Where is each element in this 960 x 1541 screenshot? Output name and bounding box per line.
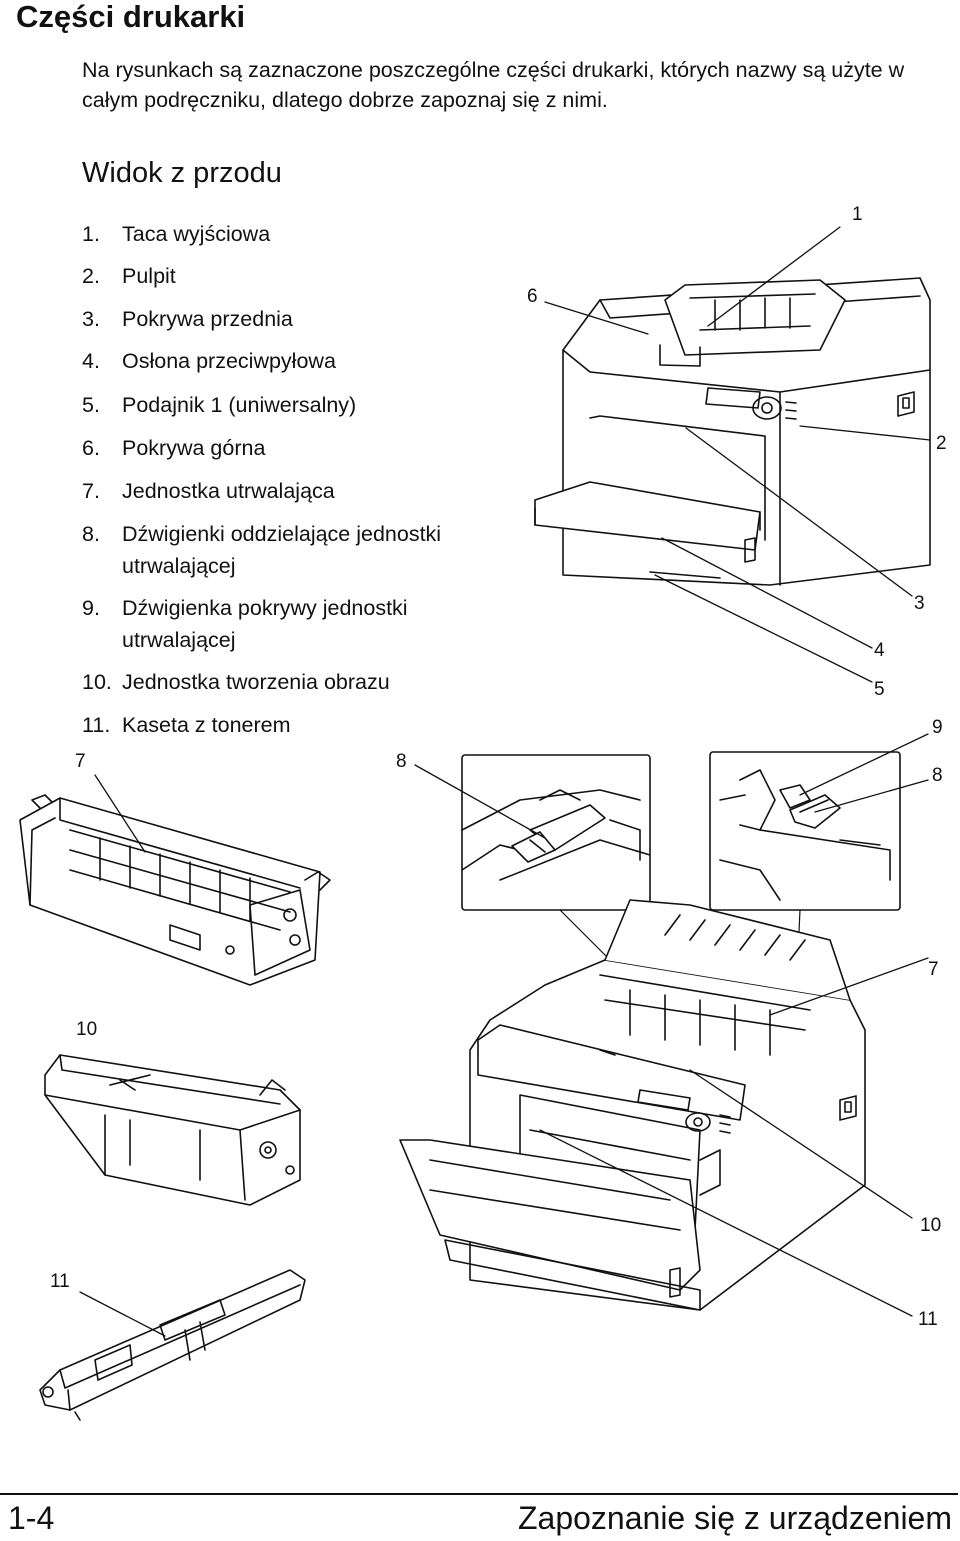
- intro-text: Na rysunkach są zaznaczone poszczególne …: [82, 58, 905, 112]
- callout-10-imaging: 10: [76, 1019, 98, 1040]
- section-title: Widok z przodu: [82, 157, 282, 189]
- fuser-unit-drawing: [19, 794, 331, 986]
- item-number: 9.: [82, 596, 100, 620]
- item-label: Osłona przeciwpyłowa: [122, 349, 336, 373]
- item-label: Dźwigienka pokrywy jednostki utrwalające…: [122, 596, 408, 652]
- item-number: 8.: [82, 522, 100, 546]
- footer-divider: [0, 1493, 958, 1495]
- toner-cartridge-drawing: [39, 1269, 306, 1421]
- callout-4: 4: [874, 640, 885, 661]
- item-label: Jednostka tworzenia obrazu: [122, 670, 390, 694]
- callout-6: 6: [527, 286, 538, 307]
- callout-7-fuser: 7: [75, 751, 86, 772]
- page-number: 1-4: [8, 1500, 55, 1536]
- item-number: 7.: [82, 479, 100, 503]
- chapter-title: Zapoznanie się z urządzeniem: [517, 1500, 952, 1536]
- item-number: 4.: [82, 349, 100, 373]
- leader-line-11: [79, 1291, 166, 1337]
- printer-front-view: [534, 277, 931, 586]
- item-number: 5.: [82, 393, 100, 417]
- leader-lines-open: [539, 957, 929, 1317]
- item-number: 10.: [82, 670, 112, 694]
- item-number: 2.: [82, 264, 100, 288]
- item-number: 1.: [82, 222, 100, 246]
- imaging-unit-drawing: [44, 1054, 301, 1206]
- leader-line-7: [94, 774, 146, 853]
- callout-1: 1: [852, 204, 863, 225]
- printer-open-view: [399, 899, 866, 1311]
- item-label: Podajnik 1 (uniwersalny): [122, 393, 357, 417]
- detail-separator-levers: [461, 754, 651, 911]
- callout-5: 5: [874, 679, 885, 700]
- item-label: Taca wyjściowa: [122, 222, 271, 246]
- printer-illustrations: [19, 226, 931, 1421]
- item-label: Pokrywa przednia: [122, 307, 293, 331]
- callout-9: 9: [932, 717, 943, 738]
- item-label: Pulpit: [122, 264, 176, 288]
- callout-2: 2: [936, 433, 947, 454]
- item-label: Jednostka utrwalająca: [122, 479, 335, 503]
- item-number: 3.: [82, 307, 100, 331]
- callout-7-open: 7: [928, 959, 939, 980]
- detail-cover-lever: [709, 751, 901, 911]
- item-label: Kaseta z tonerem: [122, 713, 291, 737]
- callout-8-cover: 8: [932, 765, 943, 786]
- callout-10-open: 10: [920, 1215, 942, 1236]
- item-label: Pokrywa górna: [122, 436, 266, 460]
- leader-lines-9-8: [799, 733, 929, 813]
- callout-11-open: 11: [918, 1309, 938, 1330]
- item-number: 11.: [82, 713, 111, 737]
- callout-3: 3: [914, 593, 925, 614]
- leader-line-8: [414, 764, 546, 839]
- item-label: Dźwigienki oddzielające jednostki utrwal…: [122, 522, 442, 578]
- callout-11-toner: 11: [50, 1271, 70, 1292]
- leader-lines: [544, 226, 931, 683]
- callout-8-levers: 8: [396, 751, 407, 772]
- page-title: Części drukarki: [16, 0, 246, 34]
- item-number: 6.: [82, 436, 100, 460]
